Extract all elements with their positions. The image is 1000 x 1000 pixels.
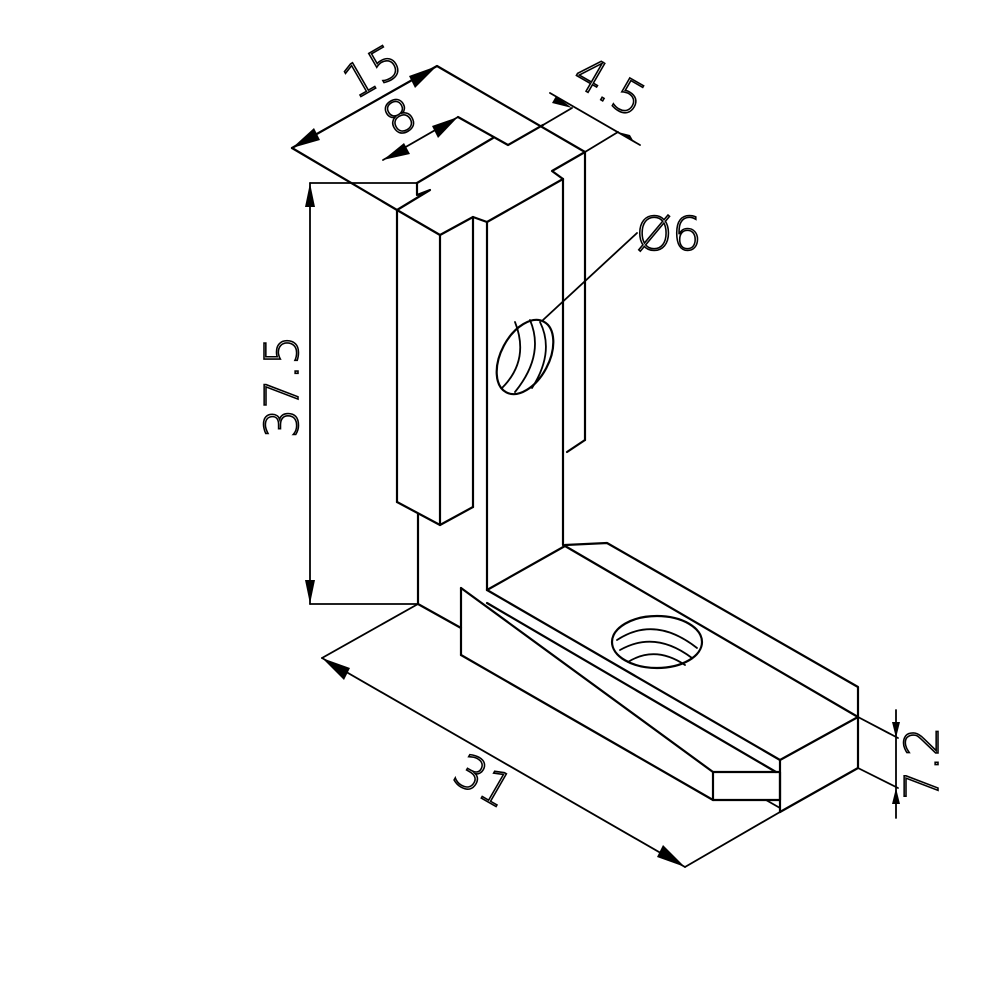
dim-label-31: 31 — [445, 743, 523, 819]
dimension-37-5: 37.5 — [254, 182, 419, 605]
horizontal-leg — [416, 541, 860, 814]
dim-label-4-5: 4.5 — [565, 45, 655, 128]
dimension-7-2: 7.2 — [857, 709, 950, 819]
vertical-leg — [290, 64, 587, 606]
dimension-4-5: 4.5 — [542, 44, 656, 153]
threaded-hole-horizontal — [610, 614, 704, 670]
dimension-8: 8 — [373, 85, 459, 161]
dimension-dia-6: Ø6 — [542, 206, 702, 321]
dimension-31: 31 — [321, 603, 781, 868]
dim-label-7-2: 7.2 — [895, 727, 949, 800]
dim-label-37-5: 37.5 — [255, 336, 309, 438]
dim-label-8: 8 — [374, 86, 426, 147]
threaded-hole-vertical — [495, 318, 555, 396]
dim-label-dia-6: Ø6 — [636, 207, 701, 261]
